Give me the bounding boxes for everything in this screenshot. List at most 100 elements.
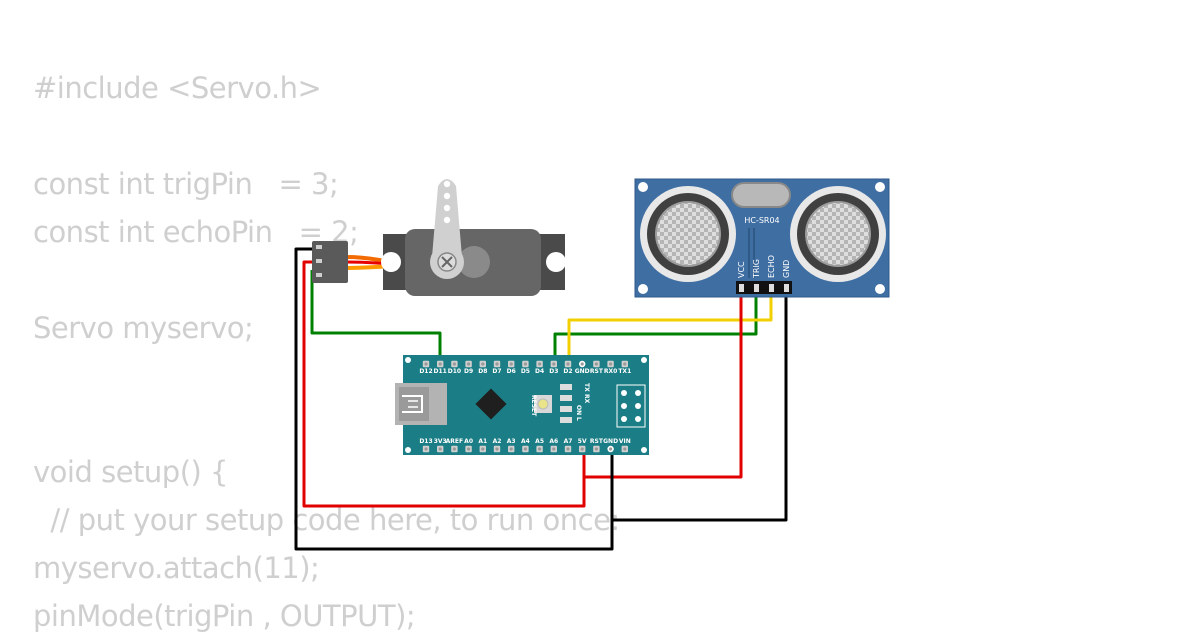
pin-label: A2 [493, 438, 502, 445]
pin-hole [594, 362, 599, 366]
pin-hole [467, 447, 471, 451]
pin-hole [481, 362, 485, 366]
led-label-rx: RX [583, 394, 590, 404]
pin-label: D3 [549, 368, 558, 375]
pin-hole [509, 447, 513, 451]
pin-hole [580, 447, 584, 451]
pin-hole [452, 362, 456, 366]
pin-label: A6 [549, 438, 558, 445]
code-line: // put your setup code here, to run once… [33, 503, 620, 537]
code-line: Servo myservo; [33, 311, 254, 345]
usb-mini-port[interactable] [395, 383, 447, 425]
led-label-on: ON [575, 405, 582, 415]
pin-label: D7 [492, 368, 501, 375]
pin-label: D10 [448, 368, 461, 375]
pin-hole [538, 362, 542, 366]
pin-label: TX1 [618, 368, 631, 375]
sensor-crystal [731, 182, 791, 208]
wire-echo-d2[interactable] [567, 293, 773, 362]
code-line: const int trigPin = 3; [33, 167, 339, 201]
pin-label: RST [590, 368, 604, 375]
servo-motor[interactable] [312, 179, 566, 296]
reset-label: RESET [530, 395, 537, 417]
pin-hole [609, 362, 613, 366]
pin-hole [481, 447, 485, 451]
pin-label: D9 [464, 368, 473, 375]
pin-hole [495, 362, 499, 366]
pin-label: RX0 [604, 368, 617, 375]
pin-hole [509, 362, 513, 366]
pin-hole [566, 447, 570, 451]
pin-hole [552, 362, 556, 366]
microcontroller-chip [475, 388, 507, 420]
pin-hole [580, 362, 584, 366]
pin-label: D2 [563, 368, 572, 375]
pin-hole [523, 362, 528, 366]
pin-hole [566, 362, 570, 366]
code-line: myservo.attach(11); [33, 551, 320, 585]
pin-hole [495, 447, 499, 451]
code-line: const int echoPin = 2; [33, 215, 359, 249]
status-leds [560, 384, 572, 423]
sensor-transmitter [640, 186, 736, 282]
pin-hole [467, 362, 471, 366]
servo-screw-icon [441, 256, 453, 268]
ultrasonic-sensor-hc-sr04[interactable]: HC-SR04 VCC TRIG ECHO GND [634, 178, 890, 298]
pin-label: D8 [478, 368, 487, 375]
wire-servo-gnd[interactable] [294, 247, 614, 551]
pin-label: D4 [535, 368, 544, 375]
pin-hole [623, 447, 627, 451]
pin-hole [552, 447, 556, 451]
pin-label: A3 [507, 438, 516, 445]
pin-label: 3V3 [434, 438, 447, 445]
servo-horn[interactable] [430, 179, 464, 279]
pin-hole [538, 447, 542, 451]
pin-hole [609, 447, 613, 451]
pin-label: GND [575, 368, 590, 375]
pin-label: VIN [619, 438, 631, 445]
sensor-pin-label-trig: TRIG [752, 259, 761, 279]
sensor-model-label: HC-SR04 [744, 216, 779, 225]
sensor-receiver [790, 186, 886, 282]
led-label-tx: TX [583, 383, 590, 392]
pin-hole [523, 447, 528, 451]
pin-hole [452, 447, 456, 451]
sensor-header-pins[interactable] [736, 281, 792, 294]
pin-label: GND [603, 438, 618, 445]
code-line: pinMode(trigPin , OUTPUT); [33, 599, 416, 633]
pin-label: D11 [434, 368, 447, 375]
pin-label: D5 [521, 368, 530, 375]
pin-label: A7 [564, 438, 573, 445]
reset-button[interactable] [534, 395, 552, 413]
pin-label: A1 [478, 438, 487, 445]
code-line: #include <Servo.h> [33, 71, 322, 105]
wire-servo-signal-d11[interactable] [310, 270, 442, 362]
pin-label: RST [590, 438, 604, 445]
pin-label: D12 [419, 368, 432, 375]
code-line: void setup() { [33, 455, 229, 489]
pin-hole [438, 362, 442, 366]
pin-label: A0 [464, 438, 473, 445]
pin-label: AREF [446, 438, 463, 445]
wires [294, 247, 788, 551]
pin-label: D6 [507, 368, 516, 375]
pin-hole [594, 447, 599, 451]
pin-hole [438, 447, 442, 451]
pin-hole [424, 362, 428, 366]
servo-connector[interactable] [312, 241, 348, 283]
pin-hole [424, 447, 428, 451]
sensor-pin-label-vcc: VCC [737, 261, 746, 278]
led-label-l: L [575, 417, 582, 421]
pin-label: 5V [578, 438, 587, 445]
pin-label: D13 [419, 438, 432, 445]
wire-servo-vplus-5v[interactable] [302, 260, 586, 508]
pin-hole [623, 362, 627, 366]
wire-trig-d3[interactable] [553, 293, 758, 362]
pin-label: A4 [521, 438, 530, 445]
pin-label: A5 [535, 438, 544, 445]
sensor-pin-label-echo: ECHO [767, 255, 776, 278]
